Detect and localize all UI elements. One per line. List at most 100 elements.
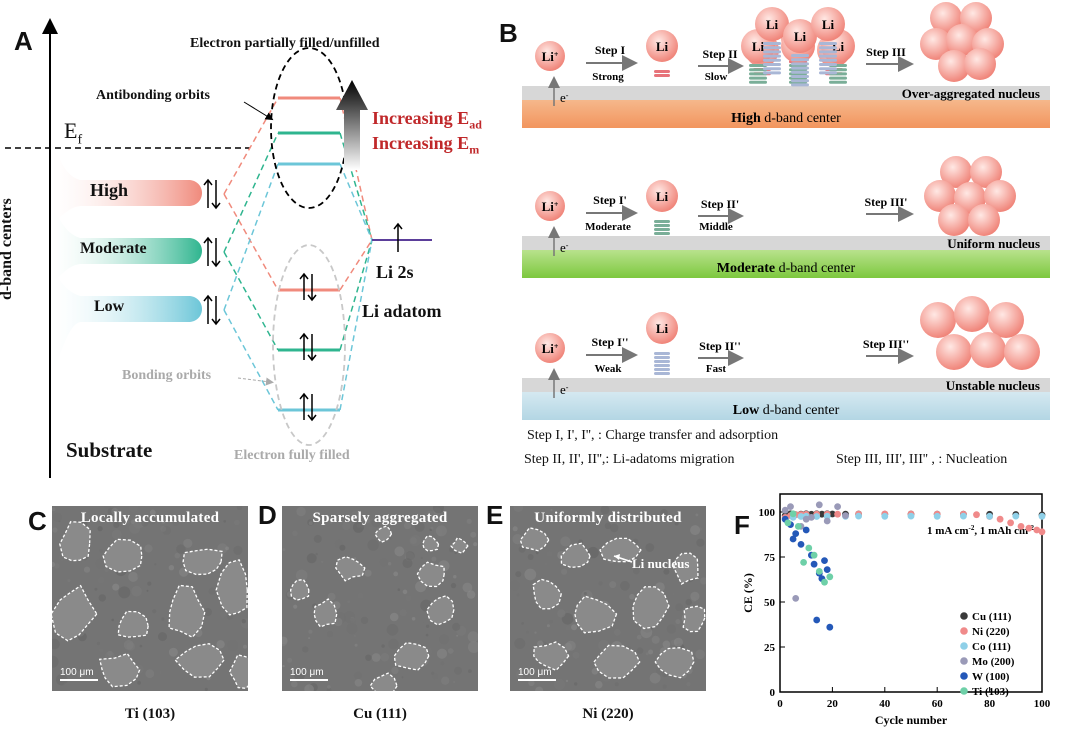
li-adatom-label: Li [656, 189, 669, 204]
sem-texture [364, 517, 371, 524]
li-ion-ball [535, 191, 565, 221]
data-point [792, 530, 800, 537]
band-label: Moderate d-band center [717, 261, 856, 276]
li-adatom-ball [783, 19, 817, 53]
sem-texture [524, 568, 537, 581]
orbital-stack-bar [654, 364, 670, 367]
li-deposit-outline [416, 561, 445, 588]
x-tick-label: 80 [984, 698, 996, 710]
sem-texture [674, 521, 679, 526]
electron-label: e- [560, 382, 569, 397]
sem-texture [223, 520, 226, 523]
orbital-stack-bar [791, 75, 809, 78]
y-tick-label: 75 [764, 552, 776, 564]
sem-texture [640, 626, 653, 639]
step1-label: Step I'' [591, 335, 628, 349]
bonding-pointer [237, 377, 274, 386]
nucleus-ball [938, 50, 970, 82]
nucleus-label: Over-aggregated nucleus [902, 86, 1040, 101]
data-point [797, 513, 805, 520]
step3-label: Step III'' [863, 337, 909, 351]
data-point [813, 616, 821, 624]
panel-f-letter: F [734, 510, 750, 540]
sem-texture [544, 562, 548, 566]
panel-d-letter: D [258, 500, 277, 530]
sem-texture [327, 685, 331, 689]
band-label-rest: d-band center [775, 261, 855, 276]
orbital-stack-bar [791, 70, 809, 74]
sem-d-title: Sparsely aggregated [312, 510, 448, 526]
sem-texture [432, 644, 440, 652]
li-deposit-outline [289, 578, 310, 601]
sem-texture [172, 519, 179, 527]
orbital-stack-bar [791, 58, 809, 62]
li-deposit-outline [313, 598, 338, 628]
sem-texture [144, 544, 153, 553]
nucleus-ball [940, 156, 972, 188]
sem-texture [675, 619, 681, 625]
orbital-stack-bar [763, 63, 781, 66]
sem-texture [120, 600, 132, 612]
sem-texture [178, 678, 189, 690]
sem-texture [371, 518, 381, 528]
data-point [1012, 512, 1020, 520]
panel-b-letter: B [499, 18, 518, 48]
sem-texture [686, 682, 691, 687]
legend-label: Cu (111) [972, 611, 1012, 623]
orbital-stack-bar [763, 71, 781, 75]
sem-texture [561, 568, 568, 575]
sem-texture [695, 513, 699, 517]
level-low-label: Low [94, 298, 125, 315]
sem-texture [430, 526, 434, 530]
li-nucleus-arrowhead [614, 554, 620, 560]
data-point [855, 512, 862, 520]
orbital-stack-bar [819, 58, 837, 62]
sem-texture [405, 551, 415, 561]
sem-texture [226, 613, 233, 620]
data-point [794, 523, 802, 530]
x-tick-label: 40 [879, 698, 891, 710]
li-adatom-label: Li adatom [362, 301, 442, 321]
panel-c-letter: C [28, 506, 47, 536]
sem-texture [326, 631, 334, 638]
sem-texture [282, 636, 288, 647]
sem-texture [574, 511, 581, 519]
data-point [815, 568, 823, 575]
band-label-bold: Moderate [717, 261, 775, 276]
sem-texture [52, 527, 58, 533]
li-adatom-label: Li [656, 39, 669, 54]
data-point [787, 503, 794, 510]
li-2s-label: Li 2s [376, 262, 414, 282]
sem-texture [435, 525, 447, 537]
sem-texture [387, 562, 392, 566]
sem-texture [160, 525, 167, 532]
sem-texture [512, 526, 518, 532]
orbital-stack-bar [749, 76, 767, 80]
sem-texture [306, 553, 317, 564]
sem-texture [411, 617, 416, 621]
data-point [823, 566, 831, 573]
sem-texture [583, 642, 587, 646]
orbital-stack-bar [829, 76, 847, 80]
sem-texture [516, 593, 520, 597]
x-tick-label: 100 [1034, 698, 1051, 710]
sem-texture [342, 522, 351, 531]
sem-texture [393, 571, 399, 577]
data-point [1025, 524, 1033, 532]
nucleus-ball [970, 156, 1002, 188]
nucleus-ball [964, 48, 996, 80]
sem-texture [52, 512, 63, 522]
sem-texture [136, 574, 141, 578]
li-deposit-outline [369, 672, 398, 691]
li-deposit-outline [632, 586, 670, 630]
sem-texture [672, 592, 675, 595]
sem-texture [595, 680, 603, 689]
sem-texture [662, 640, 671, 649]
sem-texture [415, 581, 427, 593]
sem-texture [52, 507, 56, 512]
sem-texture [141, 519, 149, 527]
sem-texture [94, 587, 98, 591]
